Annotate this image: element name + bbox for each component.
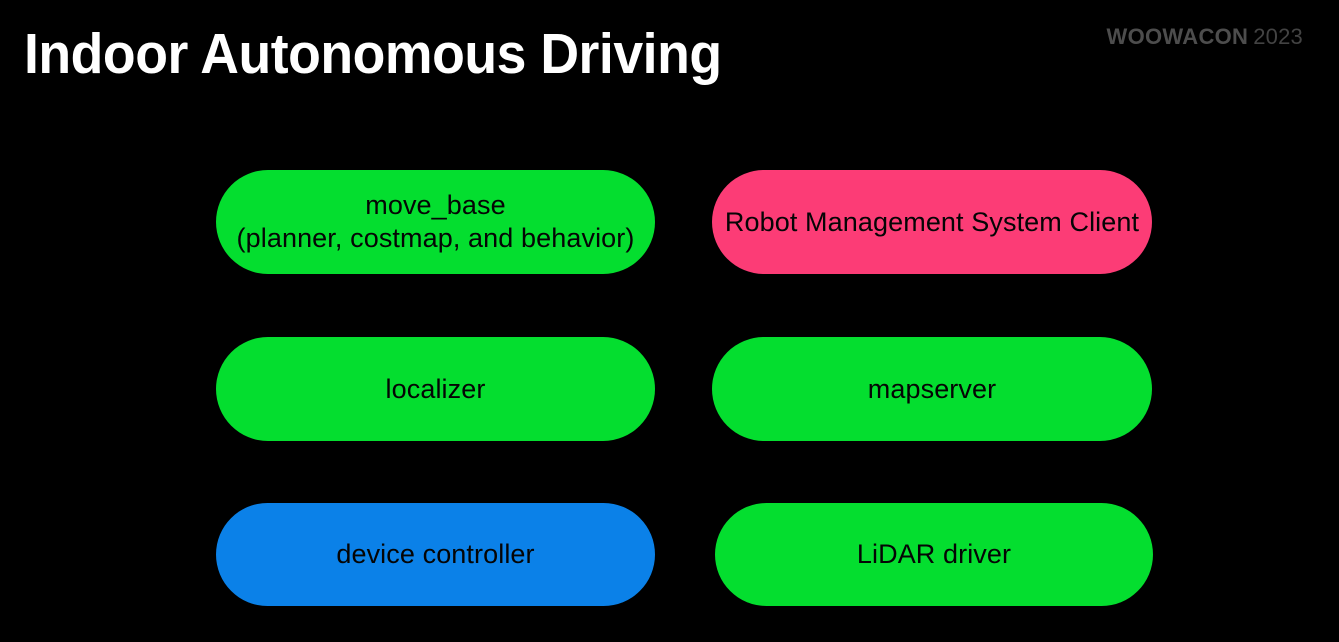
- diagram-node-move-base[interactable]: move_base (planner, costmap, and behavio…: [216, 170, 655, 274]
- node-label: localizer: [385, 373, 486, 404]
- diagram-node-localizer[interactable]: localizer: [216, 337, 655, 441]
- node-sublabel: (planner, costmap, and behavior): [236, 223, 635, 253]
- brand-name: WOOWACON: [1106, 24, 1249, 49]
- node-label: move_base: [365, 190, 506, 220]
- diagram-node-mapserver[interactable]: mapserver: [712, 337, 1152, 441]
- page-title: Indoor Autonomous Driving: [24, 22, 722, 86]
- node-label: LiDAR driver: [856, 539, 1012, 569]
- architecture-diagram: move_base (planner, costmap, and behavio…: [216, 170, 1153, 606]
- diagram-node-rms-client[interactable]: Robot Management System Client: [712, 170, 1152, 274]
- diagram-node-lidar-driver[interactable]: LiDAR driver: [715, 503, 1153, 606]
- node-label: mapserver: [867, 373, 997, 404]
- brand-year: 2023: [1253, 24, 1303, 49]
- diagram-node-device-controller[interactable]: device controller: [216, 503, 655, 606]
- node-label: Robot Management System Client: [724, 206, 1140, 237]
- node-label: device controller: [336, 539, 535, 569]
